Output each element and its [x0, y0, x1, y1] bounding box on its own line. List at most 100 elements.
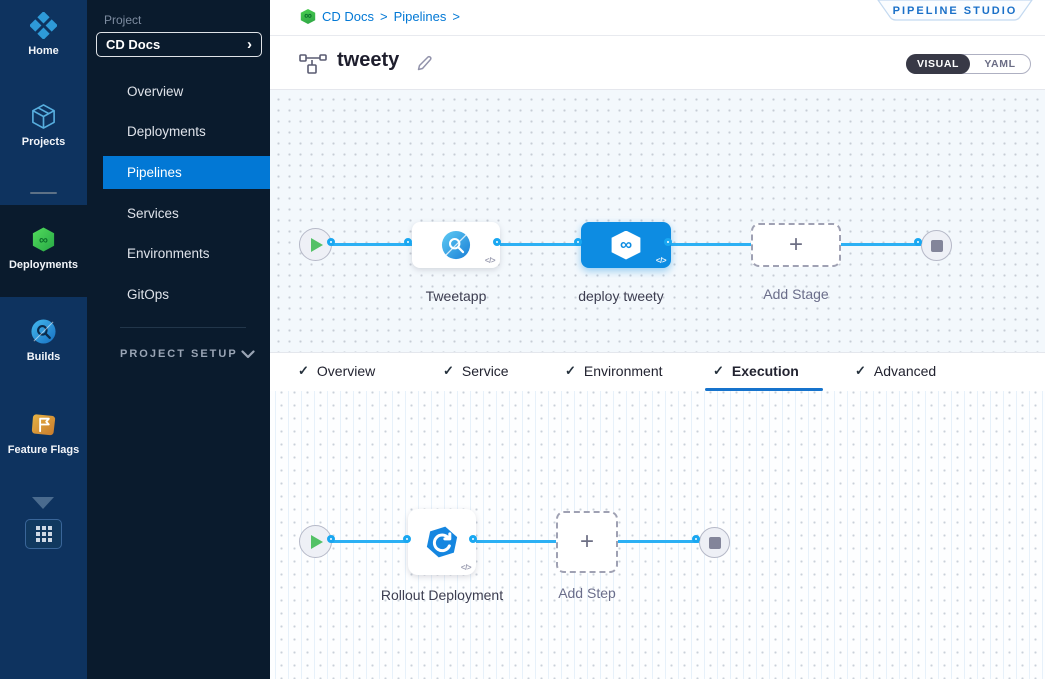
tab-execution[interactable]: ✓ Execution [713, 353, 799, 389]
projects-icon [32, 104, 55, 129]
active-tab-underline [705, 388, 823, 391]
check-icon: ✓ [443, 363, 454, 378]
code-icon: </> [655, 256, 667, 265]
breadcrumb: ∞ CD Docs > Pipelines > [300, 9, 460, 24]
port[interactable] [327, 238, 335, 246]
stage-label-deploy-tweety: deploy tweety [578, 288, 664, 304]
project-selector-value: CD Docs [106, 37, 161, 52]
execution-end-node[interactable] [699, 527, 730, 558]
play-icon [311, 237, 323, 252]
check-icon: ✓ [565, 363, 576, 378]
content-area: ∞ CD Docs > Pipelines > PIPELINE STUDIO … [270, 0, 1045, 679]
grid-icon [35, 526, 52, 542]
stage-end-node[interactable] [921, 230, 952, 261]
tab-overview[interactable]: ✓ Overview [298, 353, 375, 389]
port[interactable] [403, 535, 411, 543]
breadcrumb-bar: ∞ CD Docs > Pipelines > PIPELINE STUDIO [270, 0, 1045, 36]
edit-pencil-icon[interactable] [416, 54, 434, 72]
svg-text:∞: ∞ [39, 233, 48, 247]
home-icon [30, 12, 57, 39]
sidebar-item-services[interactable]: Services [127, 206, 179, 221]
port[interactable] [692, 535, 700, 543]
stage-node-tweetapp[interactable]: </> [412, 222, 500, 268]
port[interactable] [664, 238, 672, 246]
plus-icon: + [788, 231, 803, 258]
sidebar-item-deployments[interactable]: Deployments [127, 124, 206, 139]
project-setup-toggle[interactable]: PROJECT SETUP [120, 348, 255, 360]
port[interactable] [914, 238, 922, 246]
breadcrumb-link-pipelines[interactable]: Pipelines [393, 9, 447, 24]
port[interactable] [327, 535, 335, 543]
port[interactable] [469, 535, 477, 543]
plus-icon: + [579, 528, 594, 555]
build-stage-icon [441, 230, 471, 260]
feature-flags-icon [31, 414, 56, 436]
tab-advanced[interactable]: ✓ Advanced [855, 353, 936, 389]
pipeline-studio-badge-label: PIPELINE STUDIO [893, 5, 1018, 17]
sidebar-item-overview[interactable]: Overview [127, 84, 184, 99]
rail-item-feature-flags[interactable]: Feature Flags [0, 411, 87, 456]
tab-environment[interactable]: ✓ Environment [565, 353, 663, 389]
rail-item-projects[interactable]: Projects [0, 103, 87, 148]
stop-icon [708, 536, 721, 549]
project-sidebar: Project CD Docs › Overview Deployments P… [87, 0, 270, 679]
toggle-visual[interactable]: VISUAL [906, 54, 970, 74]
rail-divider [30, 192, 57, 194]
tab-label: Overview [316, 363, 376, 379]
sidebar-item-pipelines[interactable]: Pipelines [103, 156, 270, 189]
execution-canvas[interactable]: </> + Rollout Deployment Add Step [270, 391, 1045, 679]
rail-label-deployments: Deployments [8, 259, 79, 271]
breadcrumb-separator: > [452, 9, 460, 24]
visual-yaml-toggle: VISUAL YAML [906, 54, 1031, 74]
stage-canvas[interactable]: </> ∞ </> + Tweetapp deploy tweety Add S… [270, 90, 1045, 352]
rail-collapse-chevron-icon[interactable] [32, 497, 54, 509]
code-icon: </> [460, 563, 472, 572]
breadcrumb-separator: > [380, 9, 388, 24]
port[interactable] [574, 238, 582, 246]
pipeline-name: tweety [337, 49, 400, 71]
rail-item-home[interactable]: Home [0, 12, 87, 57]
project-label: Project [104, 13, 142, 27]
pipeline-icon [299, 54, 327, 74]
builds-icon [31, 319, 56, 344]
pipeline-title-bar: tweety VISUAL YAML [270, 36, 1045, 90]
step-label-add-step: Add Step [558, 585, 616, 601]
stage-start-node[interactable] [299, 228, 332, 261]
stage-config-tabs: ✓ Overview ✓ Service ✓ Environment ✓ Exe… [270, 352, 1045, 391]
sidebar-item-environments[interactable]: Environments [127, 246, 210, 261]
deployments-icon: ∞ [32, 227, 55, 252]
stage-node-deploy-tweety[interactable]: ∞ </> [581, 222, 671, 268]
tab-service[interactable]: ✓ Service [443, 353, 509, 389]
check-icon: ✓ [855, 363, 866, 378]
project-setup-label: PROJECT SETUP [120, 348, 238, 360]
step-node-rollout-deployment[interactable]: </> [408, 509, 476, 575]
step-label-rollout-deployment: Rollout Deployment [380, 587, 504, 603]
project-selector[interactable]: CD Docs › [96, 32, 262, 57]
module-picker-button[interactable] [25, 519, 62, 549]
port[interactable] [404, 238, 412, 246]
cd-module-icon: ∞ [300, 9, 316, 24]
add-step-button[interactable]: + [556, 511, 618, 573]
sidebar-divider [120, 327, 246, 328]
check-icon: ✓ [298, 363, 309, 378]
rollout-deployment-icon [426, 526, 458, 558]
rail-item-deployments[interactable]: ∞ Deployments [0, 226, 87, 271]
deploy-stage-icon: ∞ [611, 230, 641, 260]
check-icon: ✓ [713, 363, 724, 378]
stage-label-add-stage: Add Stage [763, 286, 829, 302]
sidebar-item-gitops[interactable]: GitOps [127, 287, 170, 302]
toggle-yaml[interactable]: YAML [984, 58, 1016, 70]
chevron-right-icon: › [247, 36, 252, 53]
breadcrumb-link-project[interactable]: CD Docs [322, 9, 375, 24]
module-rail: Home Projects ∞ Deployments [0, 0, 87, 679]
add-stage-button[interactable]: + [751, 223, 841, 267]
port[interactable] [493, 238, 501, 246]
rail-item-builds[interactable]: Builds [0, 318, 87, 363]
tab-label: Environment [583, 363, 663, 379]
rail-label-feature-flags: Feature Flags [7, 444, 80, 456]
chevron-down-icon [241, 349, 255, 358]
stop-icon [930, 239, 943, 252]
tab-label: Service [461, 363, 509, 379]
stage-label-tweetapp: Tweetapp [425, 288, 487, 304]
